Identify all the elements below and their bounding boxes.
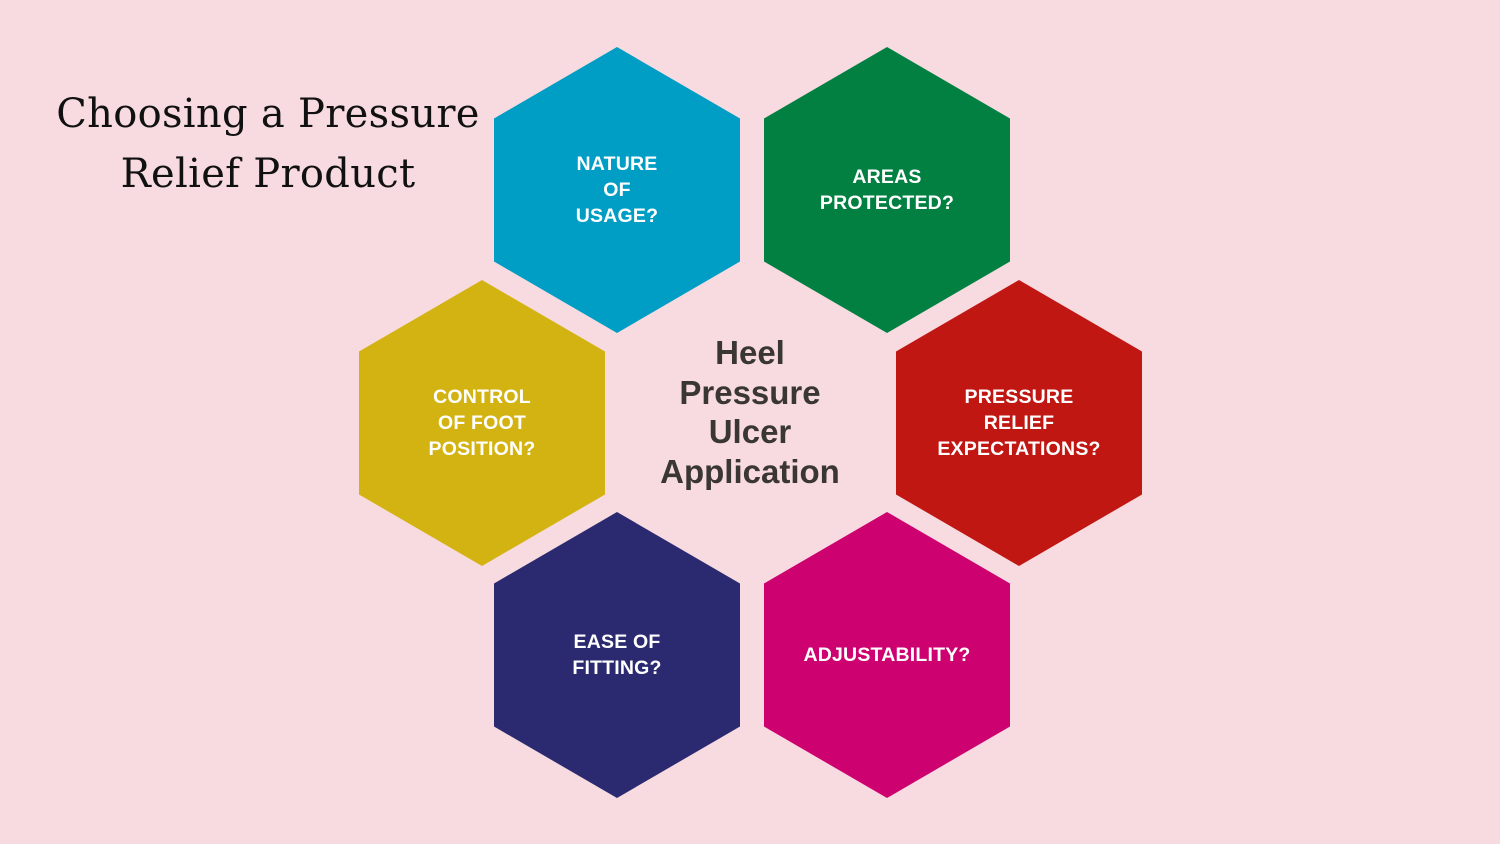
hexagon-pressure-relief-expectations: PRESSURE RELIEF EXPECTATIONS? [896,280,1142,566]
hexagon-nature-of-usage: NATURE OF USAGE? [494,47,740,333]
hexagon-ease-of-fitting: EASE OF FITTING? [494,512,740,798]
center-label: Heel Pressure Ulcer Application [660,334,840,490]
hexagon-label: CONTROL OF FOOT POSITION? [428,386,536,460]
page-title: Choosing a Pressure Relief Product [40,84,496,204]
hexagon-label: EASE OF FITTING? [572,631,662,679]
hexagon-control-of-foot-position: CONTROL OF FOOT POSITION? [359,280,605,566]
hexagon-adjustability: ADJUSTABILITY? [764,512,1010,798]
title-line-2: Relief Product [120,151,416,197]
hexagon-label: ADJUSTABILITY? [803,644,971,666]
title-line-1: Choosing a Pressure [56,91,480,137]
hexagon-label: PRESSURE RELIEF EXPECTATIONS? [937,386,1101,460]
hexagon-label: NATURE OF USAGE? [575,153,659,227]
hexagon-label: AREAS PROTECTED? [819,166,955,214]
hexagon-areas-protected: AREAS PROTECTED? [764,47,1010,333]
